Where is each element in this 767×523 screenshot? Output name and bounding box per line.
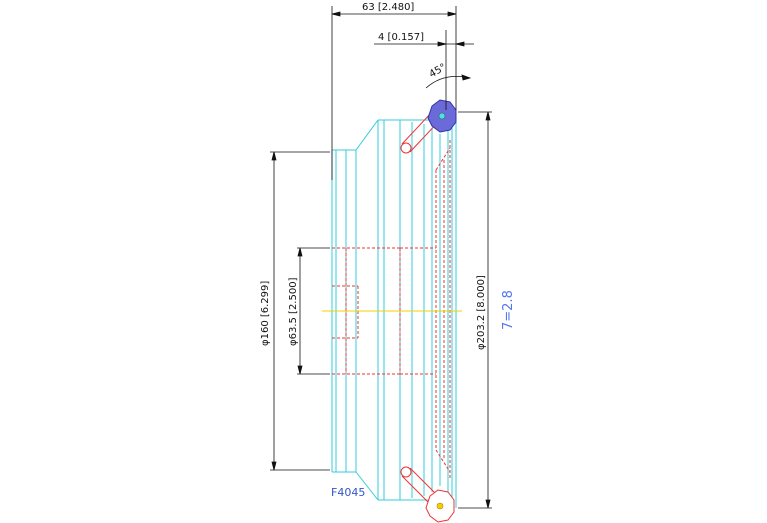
dim-small-width: 4 [0.157] [378,32,424,43]
lower-knob [425,489,455,523]
dim-outer-diameter: φ160 [6.299] [260,281,271,346]
side-label: 7=2.8 [501,290,516,330]
dim-overall-width: 63 [2.480] [362,2,414,13]
part-outline [331,112,457,508]
upper-knob [427,99,457,133]
dim-pitch-diameter: φ203.2 [8.000] [476,275,487,350]
dim-hub-diameter: φ63.5 [2.500] [288,277,299,346]
part-code: F4045 [331,486,365,499]
upper-spoke [400,111,441,154]
dimension-lines [270,6,492,509]
